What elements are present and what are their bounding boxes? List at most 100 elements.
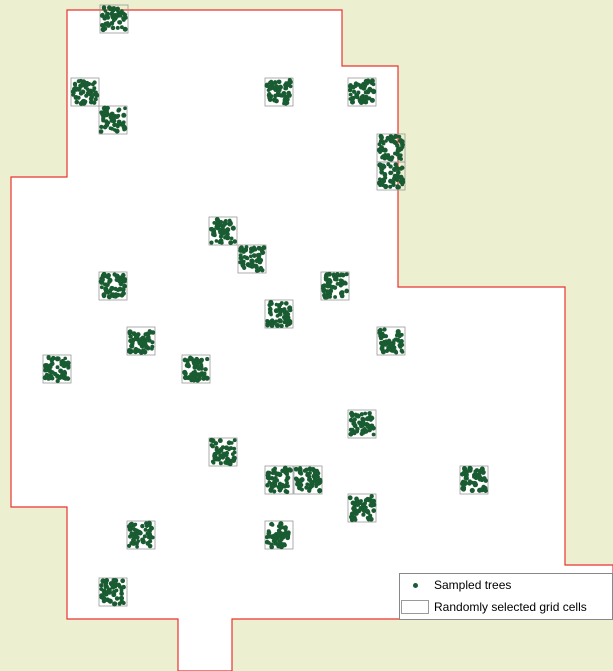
tree-point — [356, 90, 361, 95]
legend-item-sampled-trees: Sampled trees — [400, 575, 511, 595]
tree-point — [102, 16, 107, 21]
tree-point — [99, 276, 105, 282]
tree-point — [219, 240, 224, 245]
tree-point — [269, 521, 274, 527]
tree-point — [395, 184, 400, 188]
tree-point — [398, 138, 404, 144]
tree-point — [278, 534, 283, 539]
tree-point — [399, 165, 405, 171]
tree-point — [383, 183, 389, 190]
tree-point — [223, 229, 228, 233]
tree-point — [462, 467, 468, 473]
tree-point — [279, 307, 285, 313]
tree-point — [57, 375, 63, 380]
tree-point — [338, 278, 343, 283]
tree-point — [396, 147, 402, 153]
tree-point — [105, 105, 110, 111]
tree-point — [269, 323, 275, 328]
tree-point — [267, 95, 272, 100]
tree-point — [232, 446, 237, 451]
tree-point — [363, 411, 368, 416]
tree-point — [88, 100, 94, 105]
tree-point — [280, 482, 285, 488]
tree-point — [481, 484, 486, 490]
tree-point — [397, 342, 403, 348]
tree-point — [266, 88, 271, 92]
tree-point — [113, 293, 119, 299]
tree-point — [264, 535, 270, 540]
tree-point — [350, 99, 355, 105]
tree-point — [147, 329, 152, 334]
tree-point — [204, 375, 210, 381]
tree-point — [117, 584, 123, 589]
tree-point — [212, 221, 217, 225]
tree-point — [288, 308, 293, 313]
tree-point — [348, 431, 354, 437]
tree-point — [70, 89, 76, 94]
tree-point — [286, 92, 292, 98]
tree-point — [110, 13, 115, 19]
tree-point — [391, 176, 397, 181]
tree-point — [379, 137, 384, 142]
tree-point — [320, 286, 326, 291]
tree-point — [367, 86, 373, 92]
tree-point — [384, 139, 388, 143]
tree-point — [393, 349, 398, 354]
tree-point — [352, 417, 357, 422]
tree-point — [325, 289, 329, 294]
tree-point — [78, 91, 84, 96]
tree-point — [276, 79, 281, 84]
tree-point — [62, 373, 67, 378]
tree-point — [117, 107, 122, 112]
tree-point — [472, 480, 478, 486]
tree-point — [361, 506, 366, 511]
tree-point — [381, 154, 386, 159]
tree-point — [136, 332, 141, 337]
tree-point — [49, 361, 55, 367]
tree-point — [339, 290, 345, 295]
tree-point — [134, 535, 140, 540]
tree-point — [277, 318, 282, 323]
tree-point — [78, 101, 84, 106]
tree-point — [50, 355, 56, 361]
tree-point — [251, 253, 257, 259]
tree-point — [107, 590, 113, 595]
tree-point — [472, 474, 477, 479]
tree-point — [241, 259, 246, 264]
tree-point — [352, 507, 358, 513]
tree-point — [205, 357, 210, 362]
tree-point — [214, 239, 219, 243]
tree-point — [63, 356, 68, 361]
tree-point — [273, 87, 278, 93]
tree-point — [99, 583, 104, 588]
tree-point — [351, 420, 357, 427]
tree-point — [224, 452, 229, 458]
grid-cell — [264, 465, 294, 495]
tree-point — [121, 17, 126, 22]
tree-point — [324, 276, 329, 281]
tree-point — [73, 95, 79, 100]
tree-point — [467, 479, 472, 484]
tree-point — [271, 468, 275, 472]
tree-point — [61, 358, 65, 363]
tree-point — [273, 308, 279, 314]
tree-point — [331, 274, 336, 279]
tree-point — [78, 83, 83, 89]
tree-point — [112, 601, 117, 607]
tree-point — [214, 447, 220, 453]
tree-point — [268, 80, 272, 85]
tree-point — [273, 541, 278, 546]
tree-point — [111, 577, 117, 583]
tree-point — [383, 175, 388, 180]
tree-point — [325, 280, 331, 286]
tree-point — [264, 82, 270, 89]
tree-point — [368, 417, 373, 422]
tree-point — [269, 476, 275, 481]
tree-point — [469, 487, 475, 493]
tree-point — [391, 182, 396, 188]
tree-point — [127, 543, 132, 548]
tree-point — [139, 343, 145, 349]
grid-cell — [264, 77, 294, 107]
tree-point — [392, 338, 396, 343]
tree-point — [305, 482, 310, 487]
